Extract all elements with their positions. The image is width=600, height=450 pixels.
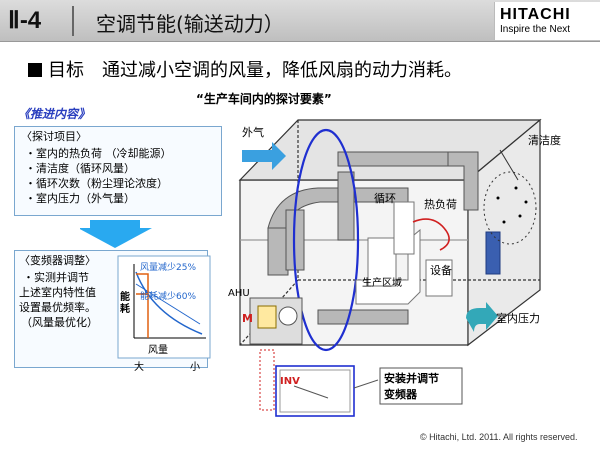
header-divider <box>72 6 74 36</box>
diagram-title: “生产车间内的探讨要素” <box>196 92 332 106</box>
goal-text: 通过减小空调的风量，降低风扇的动力消耗。 <box>102 60 462 81</box>
study-item: ・循环次数（粉尘理论浓度） <box>25 177 168 190</box>
study-item: ・室内压力（外气量） <box>25 192 135 205</box>
bullet-square-icon <box>28 63 42 77</box>
brand-logo <box>494 2 600 40</box>
outside-air-label: 外气 <box>242 125 264 139</box>
chart-x-small: 小 <box>190 361 200 373</box>
study-item: ・室内的热负荷 （冷却能源） <box>25 147 172 160</box>
goal-line: 目标通过减小空调的风量，降低风扇的动力消耗。 <box>28 56 462 82</box>
indoor-pressure-arrow <box>466 302 498 332</box>
ahu-label: AHU <box>228 288 250 299</box>
section-number: Ⅱ-4 <box>8 7 42 34</box>
indoor-pressure-label: 室内压力 <box>496 311 540 325</box>
flow-curve <box>135 283 201 325</box>
brand-tagline: Inspire the Next <box>500 24 571 35</box>
brand-name: HITACHI <box>500 6 571 23</box>
study-item: ・清洁度（循环风量） <box>25 162 135 175</box>
install-note-line1: 安装并调节 <box>384 371 439 385</box>
down-arrow-icon <box>80 220 152 248</box>
operating-point-line <box>136 273 149 338</box>
flow-reduction-label: 风量减少25% <box>140 261 196 273</box>
motor-label: M <box>242 312 253 325</box>
circulation-ellipse <box>292 128 360 352</box>
airflow-power-chart: 风量减少25% 能耗减少60% 能 耗 风量 大 小 <box>117 255 211 373</box>
power-curve <box>135 271 203 335</box>
power-reduction-label: 能耗减少60% <box>140 290 196 302</box>
study-items-box: 〈探讨项目〉 ・室内的热负荷 （冷却能源） ・清洁度（循环风量） ・循环次数（粉… <box>14 126 222 216</box>
outside-air-arrow <box>242 142 286 170</box>
chart-y-label: 能 <box>120 290 130 303</box>
production-area-label: 生产区域 <box>362 276 402 289</box>
chart-x-label: 风量 <box>148 344 168 356</box>
equipment-label: 设备 <box>430 263 452 277</box>
inverter-line: ・实测并调节 <box>23 271 89 284</box>
promote-heading: 《推进内容》 <box>18 107 91 121</box>
heat-load-arrow <box>412 218 450 251</box>
circulation-label: 循环 <box>374 192 396 205</box>
heat-load-label: 热负荷 <box>424 197 457 211</box>
inverter-line: （风量最优化） <box>21 316 98 329</box>
inverter-line: 上述室内特性值 <box>19 286 96 299</box>
goal-label: 目标 <box>48 60 84 81</box>
svg-text:耗: 耗 <box>120 302 130 315</box>
inverter-line: 设置最优频率。 <box>19 301 96 314</box>
copyright: © Hitachi, Ltd. 2011. All rights reserve… <box>420 432 578 442</box>
cleanliness-label: 清洁度 <box>528 133 561 147</box>
inverter-unit <box>275 365 355 417</box>
inverter-tag: INV <box>280 376 300 387</box>
factory-diagram: 外气 清洁度 循环 热负荷 设备 生产区域 AHU M 室内压力 INV 安装并… <box>228 118 561 417</box>
install-note-line2: 变频器 <box>384 387 418 401</box>
page-title: 空调节能(输送动力） <box>96 12 284 36</box>
study-items-heading: 〈探讨项目〉 <box>21 130 87 143</box>
chart-x-large: 大 <box>134 360 144 373</box>
inverter-heading: 〈变频器调整〉 <box>19 254 96 267</box>
